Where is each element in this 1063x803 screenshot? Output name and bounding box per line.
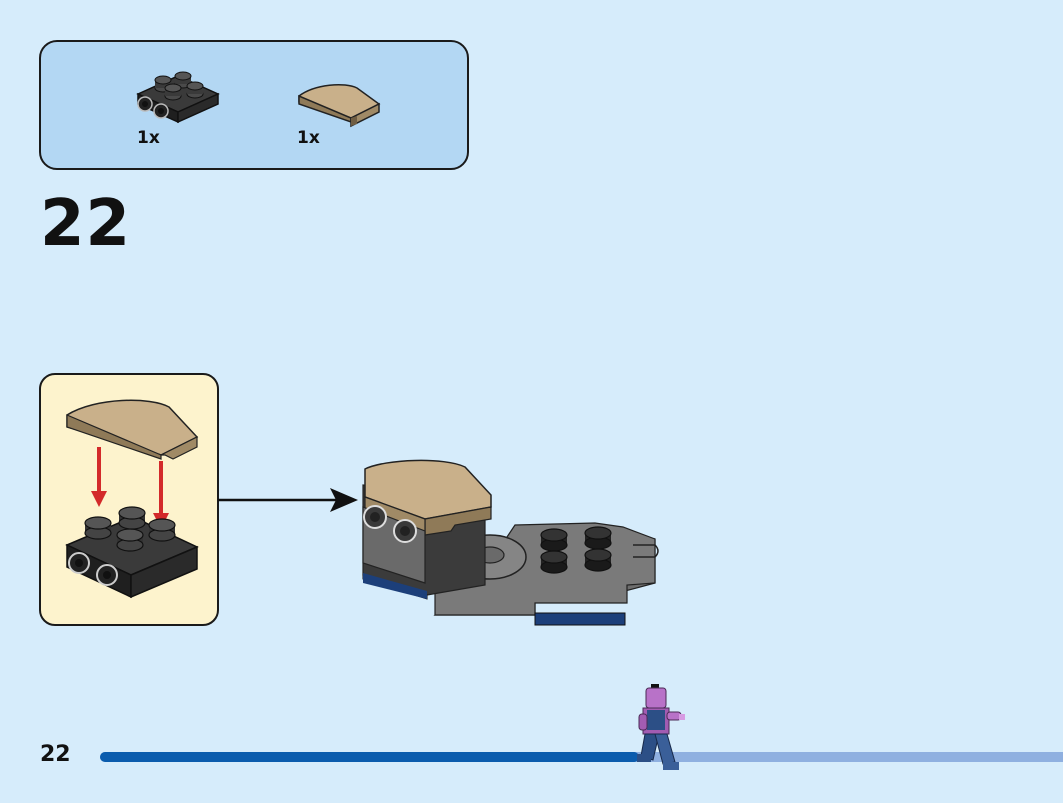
minifigure-runner-icon bbox=[633, 684, 693, 782]
part-quantity: 1x bbox=[297, 128, 320, 148]
progress-bar-fill bbox=[100, 752, 640, 762]
page-number: 22 bbox=[40, 742, 71, 767]
step-number: 22 bbox=[40, 187, 132, 261]
sub-assembly-callout bbox=[39, 373, 219, 626]
part-quantity: 1x bbox=[137, 128, 160, 148]
progress-bar bbox=[100, 752, 1063, 762]
black-plate-part-icon bbox=[133, 64, 223, 124]
parts-list-box: 1x 1x bbox=[39, 40, 469, 170]
sub-assembly-illustration bbox=[65, 399, 199, 599]
tan-slope-part-icon bbox=[295, 78, 385, 128]
assembly-arrow bbox=[218, 488, 358, 512]
model-assembly-illustration bbox=[355, 455, 665, 639]
